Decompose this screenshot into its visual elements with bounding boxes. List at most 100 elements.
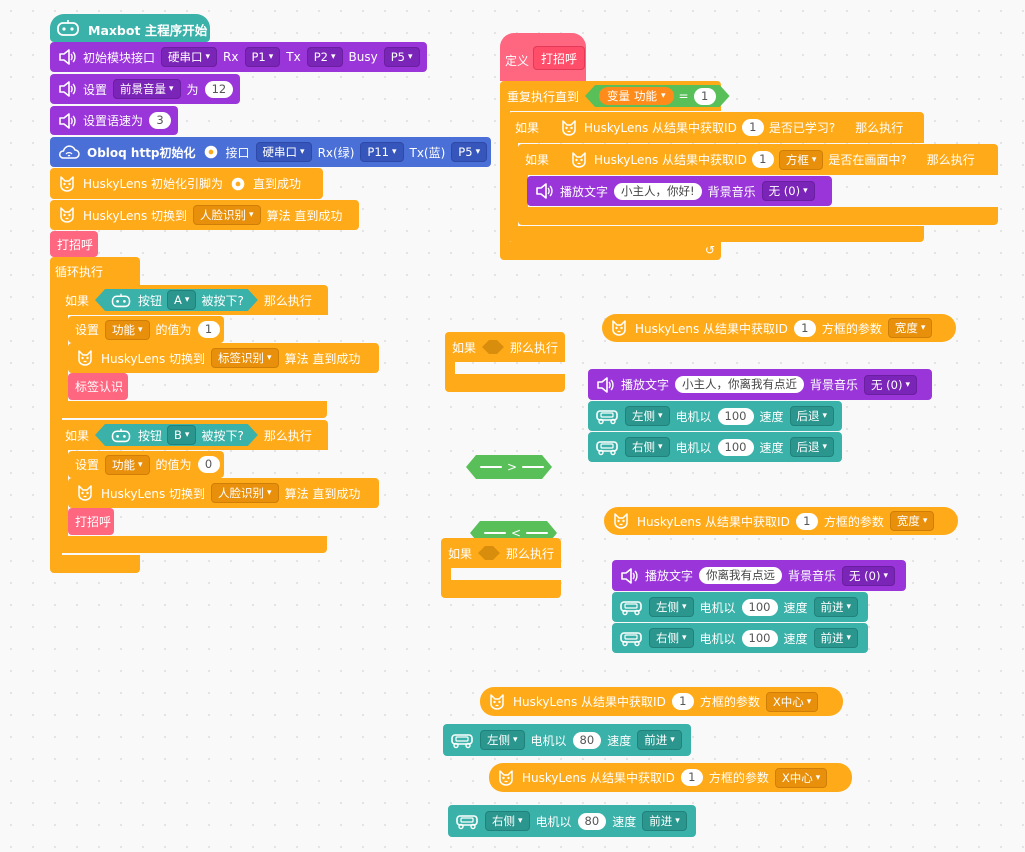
speed-input[interactable]: 100 xyxy=(741,598,778,616)
id-input[interactable]: 1 xyxy=(752,151,774,168)
greater-than-operator[interactable]: > xyxy=(466,455,552,479)
right-operand[interactable] xyxy=(522,466,544,468)
speed-input[interactable]: 100 xyxy=(717,438,754,456)
set-speech-rate-block[interactable]: 设置语速为 3 xyxy=(50,106,178,135)
huskylens-switch-block[interactable]: HuskyLens 切换到 人脸识别 算法 直到成功 xyxy=(50,200,359,230)
if-button-a-block[interactable]: 如果 按钮 A 被按下? 那么执行 xyxy=(58,285,328,315)
play-text-input[interactable]: 你离我有点远 xyxy=(699,567,783,584)
function-name[interactable]: 打招呼 xyxy=(533,46,586,70)
equals-value-input[interactable]: 1 xyxy=(694,88,716,105)
huskylens-init-block[interactable]: HuskyLens 初始化引脚为 直到成功 xyxy=(50,168,323,199)
huskylens-switch-block[interactable]: HuskyLens 切换到 人脸识别 算法 直到成功 xyxy=(68,478,379,508)
empty-condition-slot[interactable] xyxy=(482,340,504,354)
gear-icon[interactable] xyxy=(229,175,247,193)
if-in-screen-block[interactable]: 如果 HuskyLens 从结果中获取ID 1 方框 是否在画面中? 那么执行 xyxy=(518,144,998,175)
if-learned-block[interactable]: 如果 HuskyLens 从结果中获取ID 1 是否已学习? 那么执行 xyxy=(508,112,924,143)
in-screen-condition[interactable]: HuskyLens 从结果中获取ID 1 方框 是否在画面中? xyxy=(555,149,921,171)
volume-target-dropdown[interactable]: 前景音量 xyxy=(113,79,181,99)
id-input[interactable]: 1 xyxy=(742,119,764,136)
right-operand[interactable] xyxy=(526,532,548,534)
param-dropdown[interactable]: 宽度 xyxy=(889,511,935,531)
param-dropdown[interactable]: X中心 xyxy=(765,691,819,712)
button-dropdown[interactable]: B xyxy=(167,425,196,445)
speed-input[interactable]: 100 xyxy=(741,629,778,647)
bgm-dropdown[interactable]: 无 (0) xyxy=(842,565,896,586)
obloq-port-dropdown[interactable]: 硬串口 xyxy=(255,142,312,162)
call-greet-block[interactable]: 打招呼 xyxy=(68,508,114,535)
id-input[interactable]: 1 xyxy=(795,512,818,530)
direction-dropdown[interactable]: 后退 xyxy=(789,406,835,426)
speed-input[interactable]: 100 xyxy=(717,407,754,425)
if-then-block[interactable]: 如果 那么执行 xyxy=(441,538,561,568)
busy-dropdown[interactable]: P5 xyxy=(383,47,420,67)
side-dropdown[interactable]: 右侧 xyxy=(649,628,694,648)
set-var-block[interactable]: 设置 功能 的值为 0 xyxy=(68,451,224,478)
obloq-init-block[interactable]: Obloq http初始化 接口 硬串口 Rx(绿) P11 Tx(蓝) P5 xyxy=(50,137,491,167)
rx-dropdown[interactable]: P1 xyxy=(244,47,281,67)
volume-input[interactable]: 12 xyxy=(204,80,233,98)
if-button-b-block[interactable]: 如果 按钮 B 被按下? 那么执行 xyxy=(58,420,328,450)
var-value-input[interactable]: 0 xyxy=(197,456,220,473)
variable-pill[interactable]: 变量 功能 xyxy=(599,87,674,105)
speech-rate-input[interactable]: 3 xyxy=(149,112,172,129)
box-dropdown[interactable]: 方框 xyxy=(779,150,824,170)
motor-block[interactable]: 右侧 电机以 100 速度 前进 xyxy=(612,623,868,653)
equals-condition[interactable]: 变量 功能 = 1 xyxy=(585,85,730,107)
motor-block[interactable]: 左侧 电机以 100 速度 后退 xyxy=(588,401,842,431)
init-module-block[interactable]: 初始模块接口 硬串口 Rx P1 Tx P2 Busy P5 xyxy=(50,42,427,72)
motor-block[interactable]: 右侧 电机以 100 速度 后退 xyxy=(588,432,842,462)
direction-dropdown[interactable]: 前进 xyxy=(637,730,682,750)
port-dropdown[interactable]: 硬串口 xyxy=(161,47,218,67)
set-volume-block[interactable]: 设置 前景音量 为 12 xyxy=(50,74,240,104)
button-pressed-condition[interactable]: 按钮 B 被按下? xyxy=(95,424,258,446)
tx-dropdown[interactable]: P2 xyxy=(306,47,343,67)
button-pressed-condition[interactable]: 按钮 A 被按下? xyxy=(95,289,258,311)
gear-icon[interactable] xyxy=(202,143,220,161)
call-tag-recognition-block[interactable]: 标签认识 xyxy=(68,373,128,400)
var-value-input[interactable]: 1 xyxy=(197,321,220,338)
huskylens-switch-block[interactable]: HuskyLens 切换到 标签识别 算法 直到成功 xyxy=(68,343,379,373)
algorithm-dropdown[interactable]: 标签识别 xyxy=(211,348,279,368)
left-operand[interactable] xyxy=(484,532,506,534)
play-text-input[interactable]: 小主人，你好! xyxy=(614,182,702,200)
repeat-until-block[interactable]: 重复执行直到 变量 功能 = 1 xyxy=(500,81,721,111)
var-dropdown[interactable]: 功能 xyxy=(105,454,150,475)
play-text-block[interactable]: 播放文字 小主人，你好! 背景音乐 无 (0) xyxy=(527,176,832,206)
direction-dropdown[interactable]: 前进 xyxy=(642,811,687,831)
play-text-block[interactable]: 播放文字 小主人，你离我有点近 背景音乐 无 (0) xyxy=(588,369,932,400)
obloq-tx-dropdown[interactable]: P5 xyxy=(451,142,488,162)
motor-block[interactable]: 右侧 电机以 80 速度 前进 xyxy=(448,805,696,837)
param-dropdown[interactable]: X中心 xyxy=(774,767,828,788)
speed-input[interactable]: 80 xyxy=(577,812,607,830)
direction-dropdown[interactable]: 后退 xyxy=(789,437,835,457)
id-input[interactable]: 1 xyxy=(793,319,816,337)
huskylens-box-param-reporter[interactable]: HuskyLens 从结果中获取ID 1 方框的参数 宽度 xyxy=(604,507,958,535)
algorithm-dropdown[interactable]: 人脸识别 xyxy=(211,483,279,503)
bgm-dropdown[interactable]: 无 (0) xyxy=(864,374,918,395)
empty-condition-slot[interactable] xyxy=(478,546,500,560)
set-var-block[interactable]: 设置 功能 的值为 1 xyxy=(68,316,224,343)
side-dropdown[interactable]: 右侧 xyxy=(625,437,670,457)
var-dropdown[interactable]: 功能 xyxy=(105,319,150,340)
play-text-block[interactable]: 播放文字 你离我有点远 背景音乐 无 (0) xyxy=(612,560,906,591)
play-text-input[interactable]: 小主人，你离我有点近 xyxy=(675,376,805,393)
id-input[interactable]: 1 xyxy=(671,693,694,710)
huskylens-box-param-reporter[interactable]: HuskyLens 从结果中获取ID 1 方框的参数 X中心 xyxy=(489,763,852,792)
huskylens-box-param-reporter[interactable]: HuskyLens 从结果中获取ID 1 方框的参数 宽度 xyxy=(602,314,956,342)
motor-block[interactable]: 左侧 电机以 80 速度 前进 xyxy=(443,724,691,756)
huskylens-box-param-reporter[interactable]: HuskyLens 从结果中获取ID 1 方框的参数 X中心 xyxy=(480,687,843,716)
side-dropdown[interactable]: 左侧 xyxy=(649,597,694,617)
id-input[interactable]: 1 xyxy=(680,769,703,786)
forever-loop-block[interactable] xyxy=(50,257,140,285)
side-dropdown[interactable]: 左侧 xyxy=(480,730,525,750)
direction-dropdown[interactable]: 前进 xyxy=(813,597,859,617)
algorithm-dropdown[interactable]: 人脸识别 xyxy=(193,205,261,225)
direction-dropdown[interactable]: 前进 xyxy=(813,628,859,648)
main-program-hat[interactable]: Maxbot 主程序开始 xyxy=(50,14,210,42)
obloq-rx-dropdown[interactable]: P11 xyxy=(360,142,404,162)
motor-block[interactable]: 左侧 电机以 100 速度 前进 xyxy=(612,592,868,622)
button-dropdown[interactable]: A xyxy=(167,290,196,310)
speed-input[interactable]: 80 xyxy=(572,731,602,749)
if-then-block[interactable]: 如果 那么执行 xyxy=(445,332,565,362)
learned-condition[interactable]: HuskyLens 从结果中获取ID 1 是否已学习? xyxy=(545,117,849,139)
